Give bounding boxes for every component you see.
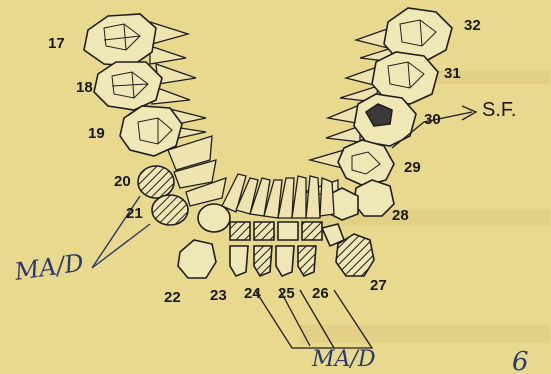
- anterior-roots: [222, 174, 334, 218]
- label-17: 17: [48, 35, 65, 52]
- label-21: 21: [126, 205, 143, 222]
- label-32: 32: [464, 17, 481, 34]
- label-19: 19: [88, 125, 105, 142]
- tooth-27: [322, 224, 374, 276]
- label-28: 28: [392, 207, 409, 224]
- tooth-23: [230, 246, 248, 276]
- label-27: 27: [370, 277, 387, 294]
- label-31: 31: [444, 65, 461, 82]
- label-20: 20: [114, 173, 131, 190]
- left-annotation: MA/D: [12, 249, 85, 287]
- label-22: 22: [164, 289, 181, 306]
- tooth-30: [326, 94, 416, 146]
- label-23: 23: [210, 287, 227, 304]
- sf-annotation: S.F.: [482, 99, 516, 121]
- label-29: 29: [404, 159, 421, 176]
- tooth-22: [178, 240, 216, 278]
- tooth-17: [84, 14, 188, 66]
- label-25: 25: [278, 285, 295, 302]
- label-18: 18: [76, 79, 93, 96]
- label-30: 30: [424, 111, 441, 128]
- bottom-annotation: MA/D: [311, 347, 376, 372]
- tooth-26: [298, 222, 322, 276]
- corner-mark: 6: [512, 347, 529, 374]
- label-24: 24: [244, 285, 261, 302]
- label-26: 26: [312, 285, 329, 302]
- tooth-18: [94, 62, 196, 110]
